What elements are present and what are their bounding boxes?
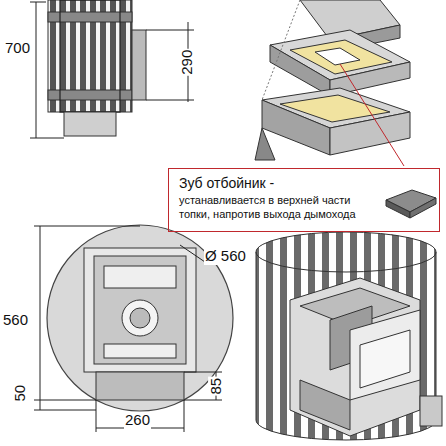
note-heading: Зуб отбойник - xyxy=(179,175,369,192)
note-body: устанавливается в верхней части топки, н… xyxy=(179,194,369,222)
dimension-label: 85 xyxy=(208,377,225,396)
dimension-label: 260 xyxy=(124,412,151,429)
dimension-label: 560 xyxy=(2,312,29,329)
dimension-label: 50 xyxy=(12,384,29,403)
dimension-label: 700 xyxy=(4,40,31,57)
deflector-tooth-icon xyxy=(386,190,436,218)
stove-3d-view xyxy=(256,232,442,440)
front-view xyxy=(30,0,194,138)
note-box: Зуб отбойник - устанавливается в верхней … xyxy=(168,168,440,232)
exploded-firebox xyxy=(255,0,410,160)
dimension-label: 290 xyxy=(180,48,197,75)
leader-line xyxy=(340,64,404,166)
dimension-label: Ø 560 xyxy=(204,248,247,265)
